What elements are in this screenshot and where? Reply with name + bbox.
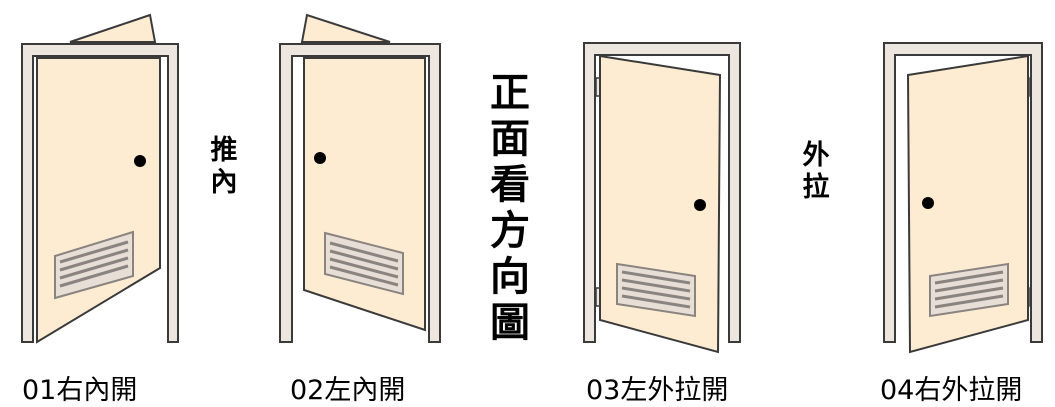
door-02-label: 02左內開 [290, 375, 406, 406]
center-title-char: 圖 [490, 300, 530, 346]
door-03 [583, 42, 741, 354]
door-leaf-top-sliver [300, 13, 391, 43]
door-knob [134, 155, 146, 167]
center-title-char: 面 [490, 116, 530, 162]
vent-grille [616, 262, 696, 318]
vent-grille [324, 231, 404, 296]
center-title-char: 方 [490, 208, 530, 254]
door-02 [279, 13, 441, 343]
pull-label: 外 拉 [800, 140, 832, 204]
center-title: 正 面 看 方 向 圖 [487, 70, 533, 346]
door-frame [883, 42, 1043, 343]
door-leaf-top-sliver [69, 13, 157, 43]
pull-label-char: 拉 [802, 172, 830, 203]
door-01-label: 01右內開 [22, 375, 138, 406]
vent-grille [929, 262, 1009, 318]
center-title-char: 正 [490, 70, 530, 116]
center-title-char: 看 [490, 162, 530, 208]
door-knob [922, 197, 934, 209]
door-04 [883, 42, 1043, 354]
door-knob [314, 152, 326, 164]
door-01 [21, 13, 179, 344]
door-frame [583, 42, 741, 343]
pull-label-char: 外 [802, 140, 830, 171]
door-frame [279, 43, 441, 343]
door-leaf [303, 57, 426, 332]
vent-grille [54, 230, 134, 300]
door-leaf [36, 57, 161, 344]
door-04-label: 04右外拉開 [880, 375, 1023, 406]
center-title-char: 向 [490, 254, 530, 300]
push-label-char: 內 [210, 167, 238, 198]
door-03-label: 03左外拉開 [586, 375, 729, 406]
push-label-char: 推 [210, 135, 238, 166]
push-label: 推 內 [208, 135, 240, 199]
door-frame [21, 43, 179, 343]
door-knob [694, 199, 706, 211]
